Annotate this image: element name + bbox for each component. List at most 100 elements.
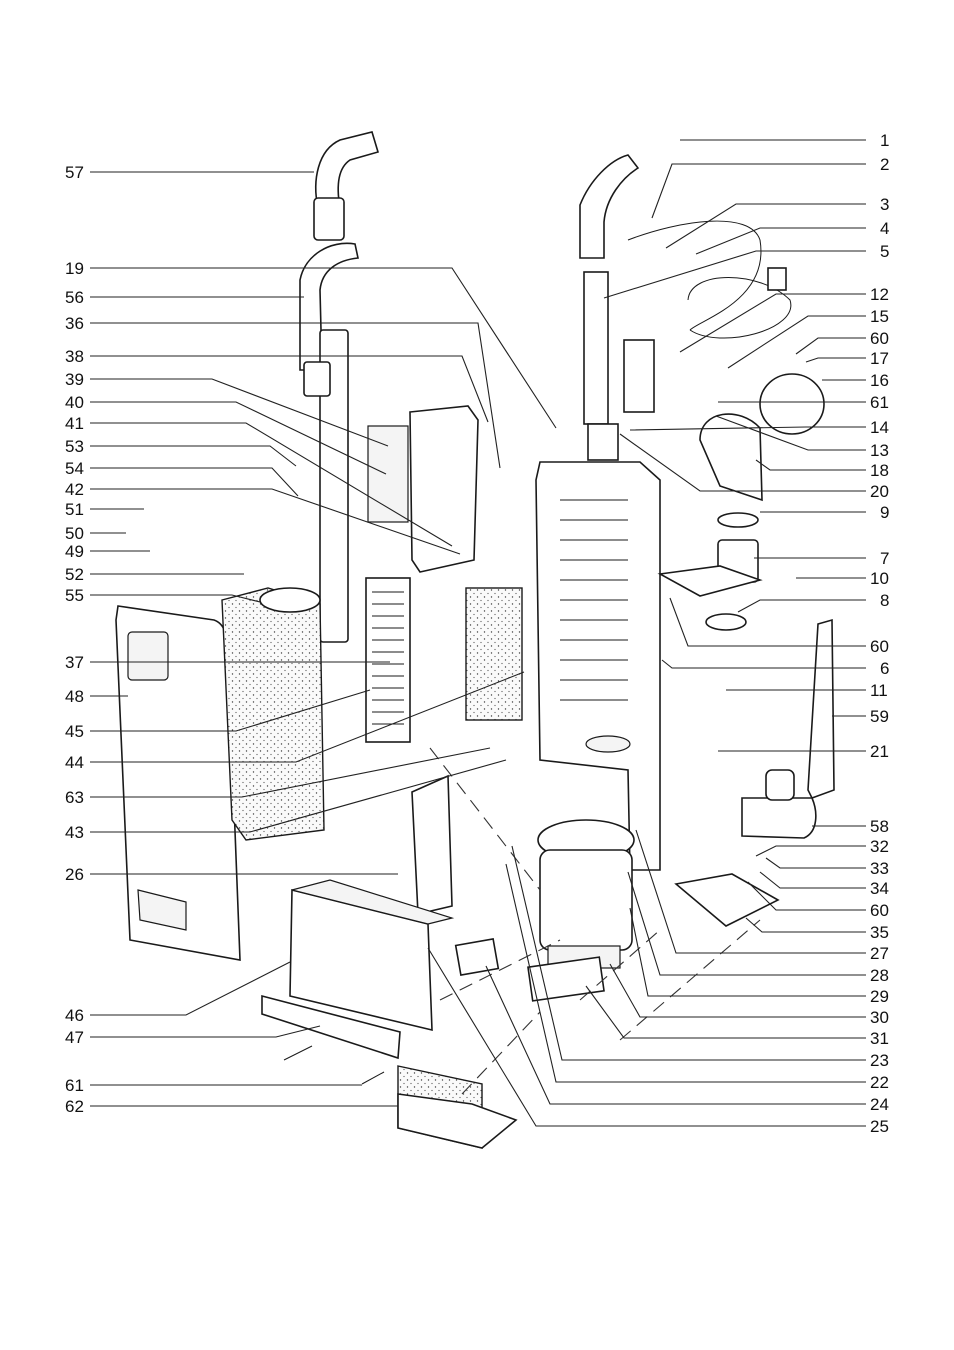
main-body-part <box>536 462 660 870</box>
callout-55: 55 <box>65 586 84 605</box>
callout-45: 45 <box>65 722 84 741</box>
base-filter-tray-part <box>398 1094 516 1148</box>
lower-seal-ring-part <box>706 614 746 630</box>
bag-collar-part <box>260 588 320 612</box>
callout-3: 3 <box>880 195 889 214</box>
callout-25: 25 <box>870 1117 889 1136</box>
callout-41: 41 <box>65 414 84 433</box>
callout-49: 49 <box>65 542 84 561</box>
upper-handle-tube-part <box>584 272 608 424</box>
callout-50: 50 <box>65 524 84 543</box>
callout-60-a: 60 <box>870 329 889 348</box>
callout-60-c: 60 <box>870 901 889 920</box>
upholstery-tool-neck-part <box>766 770 794 800</box>
callout-28: 28 <box>870 966 889 985</box>
callout-23: 23 <box>870 1051 889 1070</box>
exhaust-filter-part <box>466 588 522 720</box>
callout-46: 46 <box>65 1006 84 1025</box>
dust-bag-part <box>222 588 324 840</box>
callout-57: 57 <box>65 163 84 182</box>
callout-37: 37 <box>65 653 84 672</box>
handle-joint-part <box>588 424 618 460</box>
callout-9: 9 <box>880 503 889 522</box>
hose-cuff-part <box>314 198 344 240</box>
callout-59: 59 <box>870 707 889 726</box>
cord-hook-ring-part <box>760 374 824 434</box>
left-callouts: 57 19 56 36 38 39 40 41 53 54 42 51 50 4… <box>65 163 84 1116</box>
power-plug-part <box>768 268 786 290</box>
callout-18: 18 <box>870 461 889 480</box>
callout-38: 38 <box>65 347 84 366</box>
power-cord-part <box>628 221 761 330</box>
callout-15: 15 <box>870 307 889 326</box>
assembly-line-d <box>620 920 760 1040</box>
callout-53: 53 <box>65 437 84 456</box>
callout-36: 36 <box>65 314 84 333</box>
switch-housing-part <box>410 406 478 572</box>
callout-20: 20 <box>870 482 889 501</box>
cover-window-part <box>128 632 168 680</box>
callout-19: 19 <box>65 259 84 278</box>
callout-7: 7 <box>880 549 889 568</box>
callout-16: 16 <box>870 371 889 390</box>
callout-5: 5 <box>880 242 889 261</box>
flexible-hose-part <box>316 132 378 208</box>
callout-44: 44 <box>65 753 84 772</box>
callout-11: 11 <box>870 681 888 700</box>
callout-26: 26 <box>65 865 84 884</box>
hose-section-part <box>624 340 654 412</box>
right-callouts: 1 2 3 4 5 12 15 60 17 16 61 14 13 18 20 … <box>870 131 889 1136</box>
callout-30: 30 <box>870 1008 889 1027</box>
callout-32: 32 <box>870 837 889 856</box>
small-bracket-part <box>456 939 499 975</box>
callout-34: 34 <box>870 879 889 898</box>
callout-12: 12 <box>870 285 889 304</box>
callout-43: 43 <box>65 823 84 842</box>
callout-62: 62 <box>65 1097 84 1116</box>
callout-27: 27 <box>870 944 889 963</box>
callout-52: 52 <box>65 565 84 584</box>
callout-1: 1 <box>880 131 889 150</box>
callout-14: 14 <box>870 418 889 437</box>
cord-hook-bracket-part <box>700 414 762 500</box>
callout-54: 54 <box>65 459 84 478</box>
air-grille-part <box>366 578 410 742</box>
callout-48: 48 <box>65 687 84 706</box>
callout-61-left: 61 <box>65 1076 84 1095</box>
handle-grip-part <box>580 155 638 258</box>
crevice-tool-part <box>808 620 834 798</box>
callout-17: 17 <box>870 349 889 368</box>
callout-35: 35 <box>870 923 889 942</box>
body-vent-part <box>586 736 630 752</box>
callout-63: 63 <box>65 788 84 807</box>
callout-2: 2 <box>880 155 889 174</box>
upholstery-tool-part <box>742 798 816 838</box>
callout-24: 24 <box>870 1095 889 1114</box>
callout-39: 39 <box>65 370 84 389</box>
callout-58: 58 <box>870 817 889 836</box>
screw-61-part <box>362 1072 384 1084</box>
filter-holder-part <box>676 874 778 926</box>
callout-21: 21 <box>870 742 889 761</box>
callout-61-right: 61 <box>870 393 889 412</box>
handle-latch-part <box>304 362 330 396</box>
callout-47: 47 <box>65 1028 84 1047</box>
callout-40: 40 <box>65 393 84 412</box>
hose-neck-part <box>412 776 452 914</box>
callout-56: 56 <box>65 288 84 307</box>
callout-6: 6 <box>880 659 889 678</box>
callout-60-b: 60 <box>870 637 889 656</box>
callout-8: 8 <box>880 591 889 610</box>
callout-42: 42 <box>65 480 84 499</box>
callout-10: 10 <box>870 569 889 588</box>
callout-33: 33 <box>870 859 889 878</box>
seal-ring-part <box>718 513 758 527</box>
callout-51: 51 <box>65 500 84 519</box>
callout-31: 31 <box>870 1029 889 1048</box>
callout-22: 22 <box>870 1073 889 1092</box>
callout-13: 13 <box>870 441 889 460</box>
callout-4: 4 <box>880 219 889 238</box>
callout-29: 29 <box>870 987 889 1006</box>
screw-47-part <box>284 1046 312 1060</box>
